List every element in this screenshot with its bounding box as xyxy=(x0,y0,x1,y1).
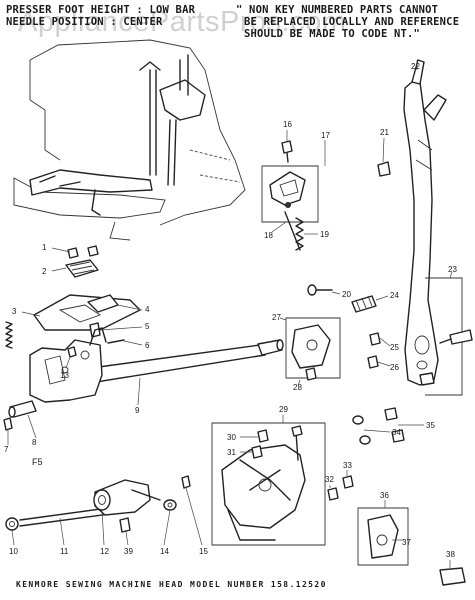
part-2-feed-dog xyxy=(65,259,99,278)
callout-3: 3 xyxy=(12,307,17,316)
part-25-stud xyxy=(369,332,381,346)
part-7-bushing xyxy=(3,417,13,431)
left-spring xyxy=(5,321,13,349)
part-18-pin xyxy=(284,211,301,251)
callout-30: 30 xyxy=(227,433,236,442)
model-footer: KENMORE SEWING MACHINE HEAD MODEL NUMBER… xyxy=(16,580,327,589)
part-27-bracket xyxy=(285,317,341,379)
callout-9: 9 xyxy=(135,406,140,415)
callout-8: 8 xyxy=(32,438,37,447)
callout-16: 16 xyxy=(283,120,292,129)
callout-15: 15 xyxy=(199,547,208,556)
part-21-block xyxy=(377,161,391,177)
shaft-bracket xyxy=(29,327,107,403)
callout-7: 7 xyxy=(4,445,9,454)
machine-head-outline xyxy=(13,39,246,241)
part-3-throat-plate xyxy=(33,294,141,331)
part-13-screw xyxy=(67,346,77,358)
part-20-screw xyxy=(307,284,333,296)
callout-31: 31 xyxy=(227,448,236,457)
part-17-bracket-assembly xyxy=(261,165,319,223)
callout-19: 19 xyxy=(320,230,329,239)
callout-35: 35 xyxy=(426,421,435,430)
callout-39: 39 xyxy=(124,547,133,556)
part-24-screw xyxy=(351,295,377,313)
callout-23: 23 xyxy=(448,265,457,274)
callout-32: 32 xyxy=(325,475,334,484)
callout-29: 29 xyxy=(279,405,288,414)
part-8-eccentric xyxy=(8,400,37,418)
callout-11: 11 xyxy=(60,547,69,556)
callout-5: 5 xyxy=(145,322,150,331)
callout-34: 34 xyxy=(392,428,401,437)
part-29-assembly xyxy=(211,422,326,546)
part-22-lever xyxy=(403,59,447,386)
note-non-key-1: " NON KEY NUMBERED PARTS CANNOT xyxy=(236,4,439,16)
note-non-key-2: BE REPLACED LOCALLY AND REFERENCE xyxy=(244,16,460,28)
callout-6: 6 xyxy=(145,341,150,350)
part-30-screw xyxy=(257,429,269,443)
callout-22: 22 xyxy=(411,62,420,71)
callout-18: 18 xyxy=(264,231,273,240)
callout-28: 28 xyxy=(293,383,302,392)
part-1-screws xyxy=(67,245,99,259)
part-32-screw xyxy=(327,487,339,501)
callout-26: 26 xyxy=(390,363,399,372)
callout-10: 10 xyxy=(9,547,18,556)
callout-14: 14 xyxy=(160,547,169,556)
callout-36: 36 xyxy=(380,491,389,500)
figure-label: F5 xyxy=(32,457,43,467)
part-6-pin xyxy=(107,339,125,344)
callout-27: 27 xyxy=(272,313,281,322)
needle-bar-assembly xyxy=(29,54,206,216)
part-33-screw xyxy=(342,475,354,489)
lower-shaft-assembly xyxy=(5,475,191,533)
callout-17: 17 xyxy=(321,131,330,140)
part-16-screw xyxy=(281,140,293,154)
part-19-spring xyxy=(295,217,304,251)
callout-37: 37 xyxy=(402,538,411,547)
part-34-washers xyxy=(352,415,371,445)
lever-nut xyxy=(419,372,435,386)
callout-12: 12 xyxy=(100,547,109,556)
part-31-screw xyxy=(251,445,263,459)
callout-25: 25 xyxy=(390,343,399,352)
callout-13: 13 xyxy=(60,371,69,380)
note-needle-position: NEEDLE POSITION : CENTER xyxy=(6,16,163,28)
callout-24: 24 xyxy=(390,291,399,300)
callout-labels: 1 2 3 4 5 6 7 8 9 F5 10 11 12 13 xyxy=(4,60,457,568)
callout-2: 2 xyxy=(42,267,47,276)
part-36-assembly xyxy=(357,507,409,566)
part-26-collar xyxy=(367,355,379,369)
part-23-adjust-screw xyxy=(425,277,473,396)
part-38-knob xyxy=(439,567,466,586)
callout-38: 38 xyxy=(446,550,455,559)
callout-1: 1 xyxy=(42,243,47,252)
note-non-key-3: SHOULD BE MADE TO CODE NT." xyxy=(244,28,421,40)
part-28-screw xyxy=(305,367,317,381)
callout-20: 20 xyxy=(342,290,351,299)
note-presser-foot: PRESSER FOOT HEIGHT : LOW BAR xyxy=(6,4,196,16)
callout-4: 4 xyxy=(145,305,150,314)
part-35-screws xyxy=(384,407,405,443)
callout-33: 33 xyxy=(343,461,352,470)
callout-21: 21 xyxy=(380,128,389,137)
